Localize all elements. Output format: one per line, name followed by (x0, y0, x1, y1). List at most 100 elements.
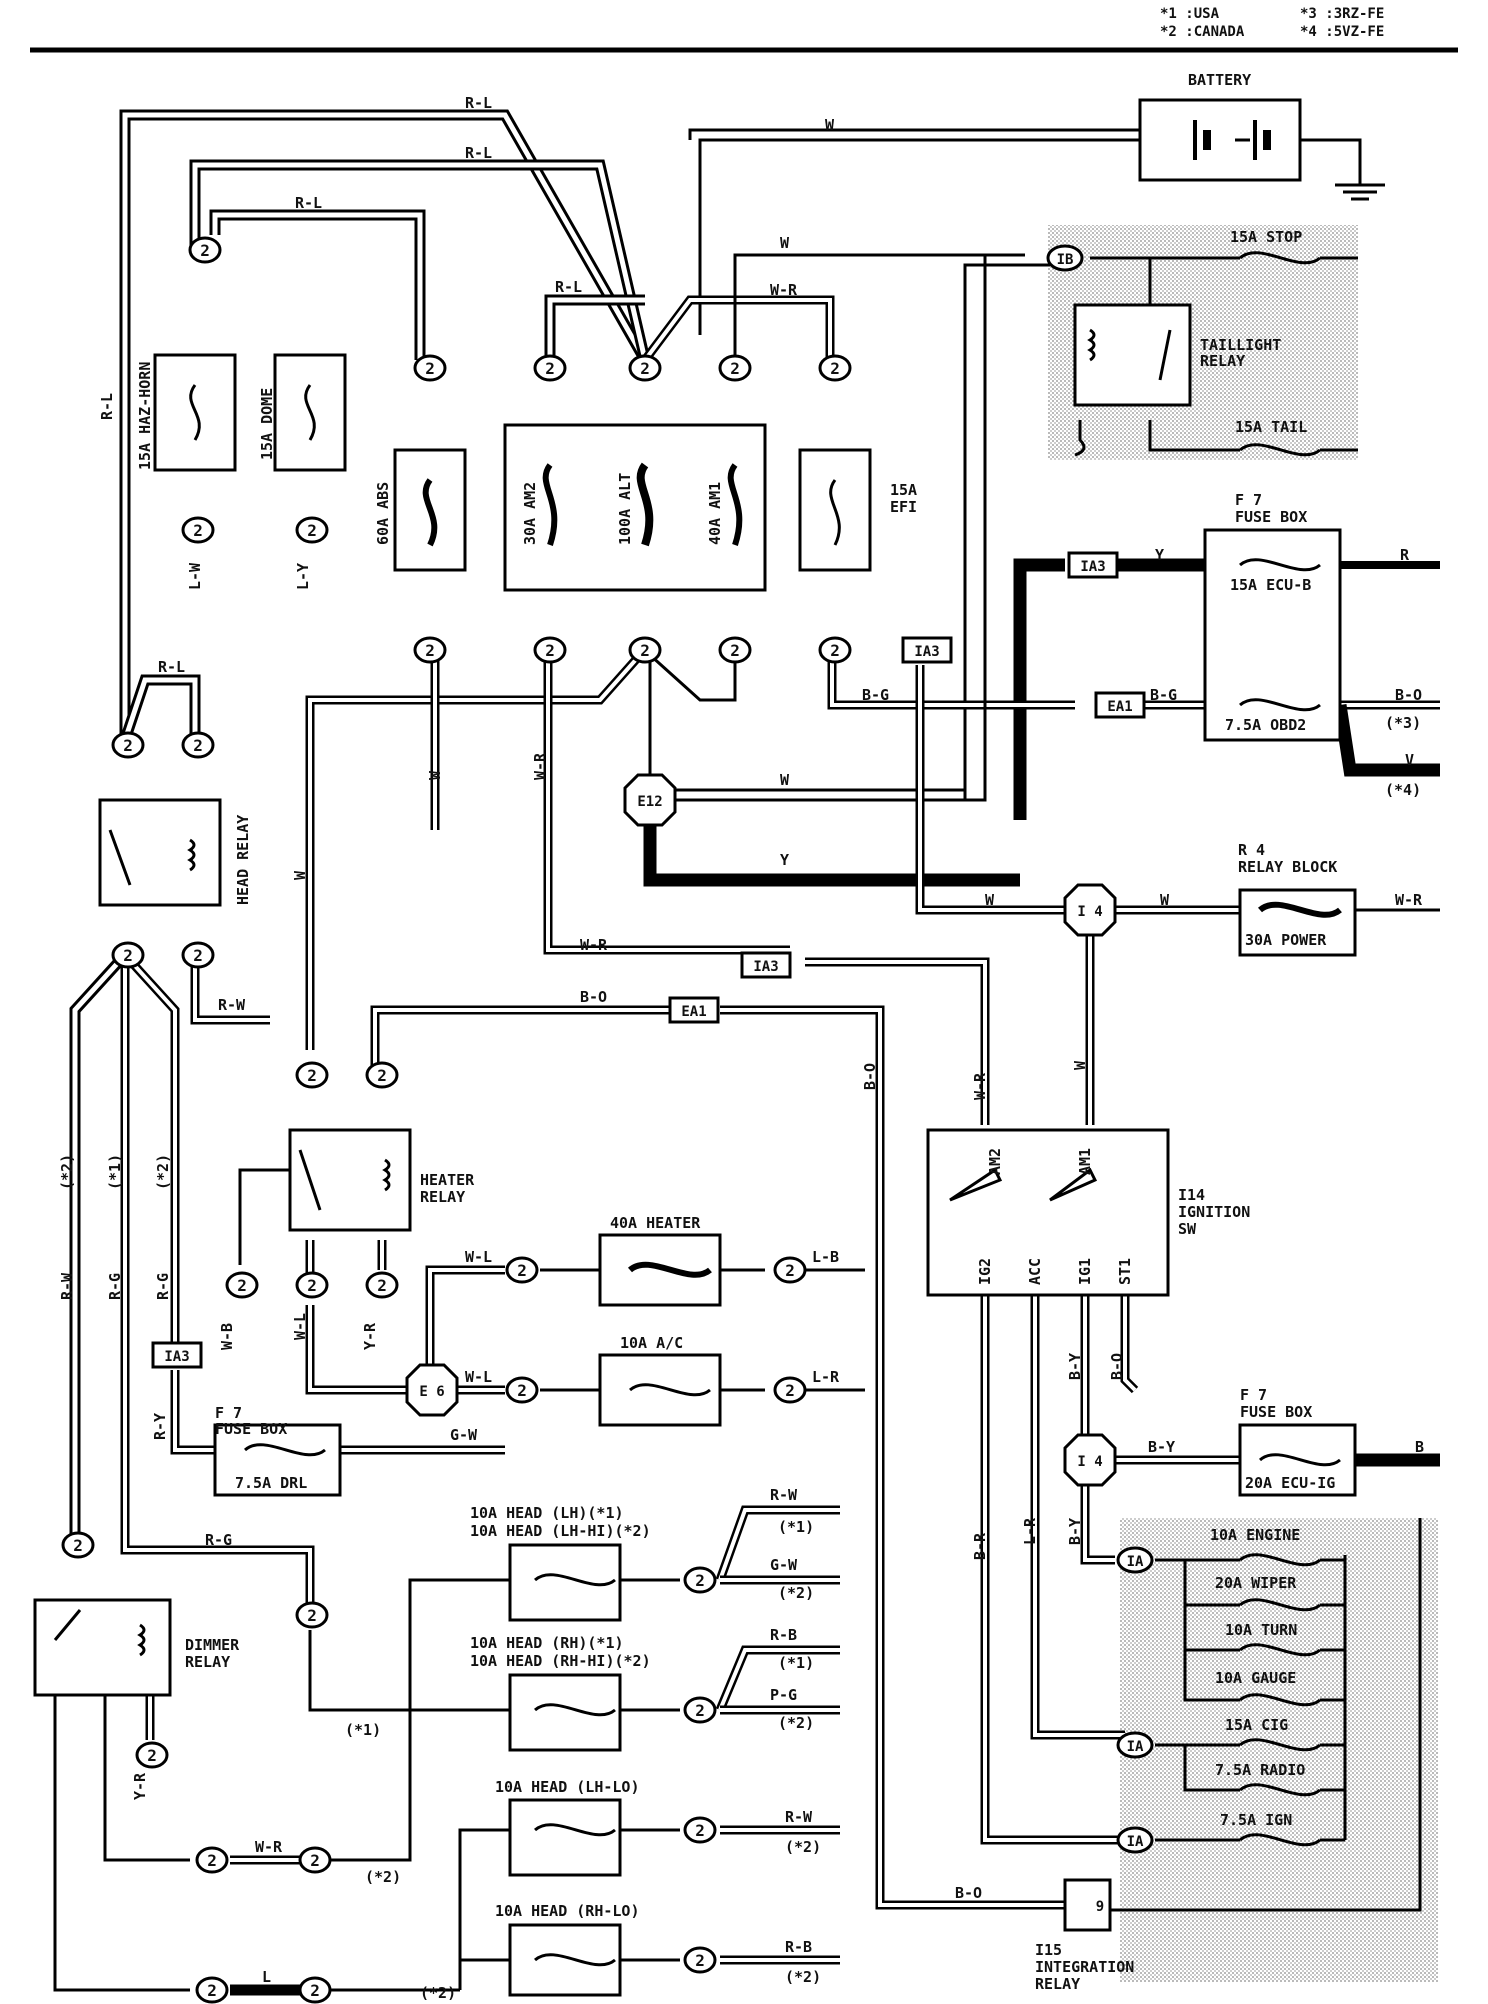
wire-label-w: W (291, 870, 309, 880)
svg-text:E12: E12 (637, 794, 662, 810)
wire-label-bo: B-O (580, 988, 607, 1006)
wire-label-wr: W-R (770, 281, 798, 299)
note-2: (*2) (58, 1154, 76, 1190)
fuse-head-rh-1-label: 10A HEAD (RH)(*1) (470, 1634, 624, 1652)
connector-ia3: IA3 (151, 1341, 203, 1369)
svg-text:2: 2 (307, 1066, 317, 1085)
connector-2: 2 (773, 1376, 807, 1404)
svg-text:I 4: I 4 (1077, 1454, 1102, 1470)
connector-e6: E 6 (405, 1363, 459, 1417)
wire-label-rl: R-L (555, 278, 582, 296)
svg-text:2: 2 (73, 1536, 83, 1555)
battery-label: BATTERY (1188, 71, 1251, 89)
fuse-symbols (189, 251, 1342, 1967)
svg-text:2: 2 (830, 641, 840, 660)
wire-label-bg: B-G (1150, 686, 1177, 704)
connector-ia3: IA3 (740, 951, 792, 979)
wire-label-bo: B-O (1395, 686, 1422, 704)
svg-text:IA3: IA3 (753, 959, 778, 975)
fuse-power-label: 30A POWER (1245, 931, 1327, 949)
wire-label-pg: P-G (770, 1686, 797, 1704)
wire-label-l: L (262, 1968, 271, 1986)
wire-label-w: W (780, 234, 790, 252)
taillight-relay-label-2: RELAY (1200, 352, 1245, 370)
connector-2: 2 (298, 1846, 332, 1874)
svg-text:2: 2 (545, 641, 555, 660)
note-2: (*2) (778, 1584, 814, 1602)
connector-2: 2 (295, 1061, 329, 1089)
wire-label-rl: R-L (465, 94, 492, 112)
note-2: (*2) (154, 1154, 172, 1190)
ign-term-ig2: IG2 (976, 1258, 994, 1285)
svg-text:IA3: IA3 (164, 1349, 189, 1365)
svg-text:E 6: E 6 (419, 1384, 444, 1400)
connector-e12: E12 (623, 773, 677, 827)
fuse-efi-label-2: EFI (890, 498, 917, 516)
ign-term-st1: ST1 (1116, 1258, 1134, 1285)
connector-2: 2 (533, 636, 567, 664)
svg-text:2: 2 (307, 521, 317, 540)
svg-text:2: 2 (517, 1381, 527, 1400)
connector-2: 2 (181, 941, 215, 969)
svg-text:2: 2 (200, 241, 210, 260)
connector-2: 2 (718, 354, 752, 382)
connector-2: 2 (718, 636, 752, 664)
svg-text:2: 2 (123, 946, 133, 965)
svg-text:IA3: IA3 (914, 644, 939, 660)
fuse-wiper-label: 20A WIPER (1215, 1574, 1297, 1592)
connector-2: 2 (195, 1976, 229, 2004)
connector-ia: IA (1116, 1826, 1154, 1854)
connector-2: 2 (295, 1601, 329, 1629)
svg-text:2: 2 (695, 1571, 705, 1590)
heater-relay-label: HEATER (420, 1171, 475, 1189)
ignition-label-3: SW (1178, 1220, 1197, 1238)
wire-label-w: W (825, 116, 835, 134)
svg-text:IA: IA (1127, 1554, 1144, 1570)
svg-text:2: 2 (377, 1066, 387, 1085)
svg-text:2: 2 (207, 1851, 217, 1870)
svg-text:2: 2 (640, 359, 650, 378)
ignition-label-2: IGNITION (1178, 1203, 1250, 1221)
svg-text:2: 2 (147, 1746, 157, 1765)
wire-label-rl: R-L (295, 194, 322, 212)
connector-i4: I 4 (1063, 883, 1117, 937)
wire-label-rg: R-G (205, 1531, 232, 1549)
svg-text:9: 9 (1096, 1899, 1104, 1915)
note-1: (*1) (778, 1654, 814, 1672)
connector-2: 2 (683, 1566, 717, 1594)
connector-ia3: IA3 (1067, 551, 1119, 579)
fuse-head-rh-2-label: 10A HEAD (RH-HI)(*2) (470, 1652, 651, 1670)
wire-label-yr: Y-R (361, 1322, 379, 1350)
wire-label-yr: Y-R (131, 1772, 149, 1800)
legend-5vz: *4 :5VZ-FE (1300, 24, 1384, 40)
head-relay-label: HEAD RELAY (234, 815, 252, 905)
connector-2: 2 (111, 731, 145, 759)
wire-label-rw: R-W (58, 1272, 76, 1300)
wire-label-w: W (1071, 1060, 1089, 1070)
note-2: (*2) (365, 1868, 401, 1886)
svg-text:2: 2 (830, 359, 840, 378)
wire-label-w: W (1160, 891, 1170, 909)
note-4: (*4) (1385, 781, 1421, 799)
fuse-turn-label: 10A TURN (1225, 1621, 1297, 1639)
connector-2: 2 (683, 1696, 717, 1724)
ign-term-am2: AM2 (986, 1148, 1004, 1175)
connector-2: 2 (628, 354, 662, 382)
svg-text:2: 2 (237, 1276, 247, 1295)
svg-text:2: 2 (193, 946, 203, 965)
wire-label-rg: R-G (106, 1273, 124, 1300)
dimmer-relay-label-2: RELAY (185, 1653, 230, 1671)
connector-i4: I 4 (1063, 1433, 1117, 1487)
ignition-label: I14 (1178, 1186, 1205, 1204)
svg-text:2: 2 (307, 1606, 317, 1625)
svg-text:2: 2 (310, 1981, 320, 2000)
svg-text:2: 2 (695, 1951, 705, 1970)
wire-label-lb: L-B (812, 1248, 839, 1266)
wire-label-by: B-Y (1066, 1518, 1084, 1545)
wire-label-bo: B-O (955, 1884, 982, 1902)
connectors: 2 2 2 2 2 2 2 2 2 2 2 2 2 2 2 2 2 2 2 2 … (61, 236, 1154, 2004)
connector-2: 2 (413, 354, 447, 382)
wire-label-gw: G-W (770, 1556, 798, 1574)
connector-2: 2 (188, 236, 222, 264)
